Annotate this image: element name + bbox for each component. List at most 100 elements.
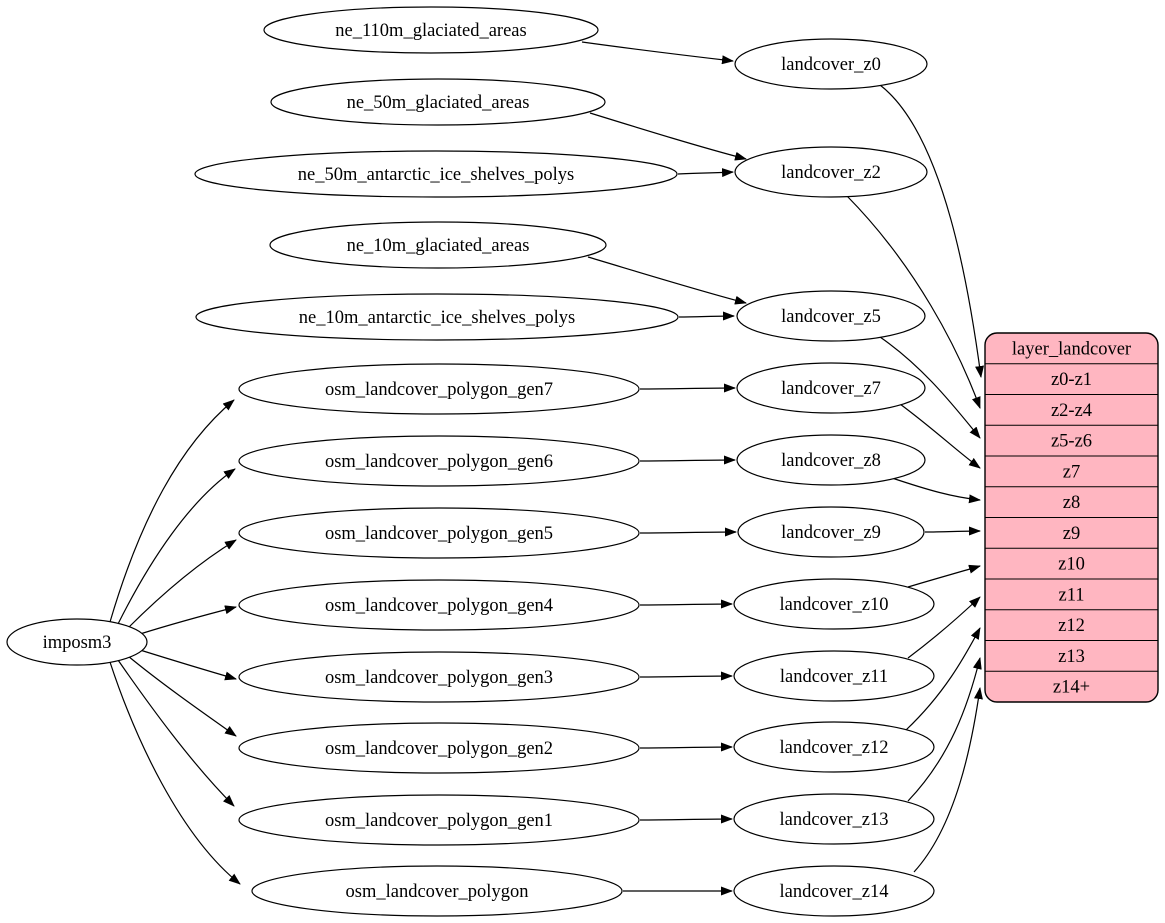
node-osm_landcover_polygon_gen4: osm_landcover_polygon_gen4 xyxy=(238,579,640,631)
node-label-imposm3: imposm3 xyxy=(43,633,112,653)
node-ne_50m_antarctic_ice_shelves_polys: ne_50m_antarctic_ice_shelves_polys xyxy=(194,150,678,198)
node-label-landcover_z12: landcover_z12 xyxy=(780,738,889,758)
node-label-osm_landcover_polygon_gen4: osm_landcover_polygon_gen4 xyxy=(325,596,553,616)
node-label-landcover_z14: landcover_z14 xyxy=(780,882,889,902)
node-shape-landcover_z5 xyxy=(736,290,926,342)
node-ne_10m_antarctic_ice_shelves_polys: ne_10m_antarctic_ice_shelves_polys xyxy=(195,293,679,341)
edge-osm_landcover_polygon_gen3-to-landcover_z11 xyxy=(639,671,733,681)
node-shape-osm_landcover_polygon_gen3 xyxy=(238,651,640,703)
edge-landcover_z7-to-layer_landcover:z7 xyxy=(899,403,981,469)
edge-osm_landcover_polygon_gen4-to-landcover_z10 xyxy=(639,599,733,609)
record-table-cell-z14+: z14+ xyxy=(1053,678,1090,698)
edge-landcover_z0-to-layer_landcover:z0-z1 xyxy=(879,84,984,378)
edge-osm_landcover_polygon_gen6-to-landcover_z8 xyxy=(639,455,736,465)
node-shape-imposm3 xyxy=(6,618,148,666)
record-table-layer_landcover: layer_landcoverz0-z1z2-z4z5-z6z7z8z9z10z… xyxy=(984,332,1159,703)
node-shape-landcover_z8 xyxy=(736,434,926,486)
node-shape-ne_110m_glaciated_areas xyxy=(263,6,599,54)
node-label-ne_10m_antarctic_ice_shelves_polys: ne_10m_antarctic_ice_shelves_polys xyxy=(299,308,575,328)
node-osm_landcover_polygon_gen6: osm_landcover_polygon_gen6 xyxy=(238,435,640,487)
node-shape-ne_10m_antarctic_ice_shelves_polys xyxy=(195,293,679,341)
node-label-ne_50m_antarctic_ice_shelves_polys: ne_50m_antarctic_ice_shelves_polys xyxy=(298,165,574,185)
edge-landcover_z13-to-layer_landcover:z13 xyxy=(907,657,982,802)
node-landcover_z8: landcover_z8 xyxy=(736,434,926,486)
node-landcover_z0: landcover_z0 xyxy=(734,38,928,90)
node-label-osm_landcover_polygon_gen7: osm_landcover_polygon_gen7 xyxy=(325,380,553,400)
node-label-landcover_z5: landcover_z5 xyxy=(781,307,881,327)
record-table-layer: layer_landcoverz0-z1z2-z4z5-z6z7z8z9z10z… xyxy=(984,332,1159,703)
node-shape-osm_landcover_polygon_gen5 xyxy=(238,507,640,559)
node-shape-landcover_z13 xyxy=(733,793,935,845)
node-ne_110m_glaciated_areas: ne_110m_glaciated_areas xyxy=(263,6,599,54)
node-osm_landcover_polygon_gen1: osm_landcover_polygon_gen1 xyxy=(238,794,640,846)
nodes-layer: ne_110m_glaciated_areas ne_50m_glaciated_… xyxy=(6,6,935,917)
record-table-header: layer_landcover xyxy=(1012,339,1131,359)
edge-imposm3-to-osm_landcover_polygon_gen3 xyxy=(139,649,237,681)
edge-osm_landcover_polygon_gen1-to-landcover_z13 xyxy=(639,814,733,824)
node-osm_landcover_polygon_gen2: osm_landcover_polygon_gen2 xyxy=(238,722,640,774)
node-shape-landcover_z0 xyxy=(734,38,928,90)
record-table-cell-z11: z11 xyxy=(1058,585,1084,605)
record-table-cell-z0-z1: z0-z1 xyxy=(1051,370,1092,390)
node-shape-osm_landcover_polygon xyxy=(251,865,623,917)
node-shape-landcover_z2 xyxy=(734,146,928,198)
node-label-landcover_z13: landcover_z13 xyxy=(780,810,889,830)
node-label-osm_landcover_polygon_gen1: osm_landcover_polygon_gen1 xyxy=(325,811,553,831)
record-table-cell-z9: z9 xyxy=(1063,524,1080,544)
node-landcover_z2: landcover_z2 xyxy=(734,146,928,198)
node-label-osm_landcover_polygon_gen6: osm_landcover_polygon_gen6 xyxy=(325,452,553,472)
edge-ne_50m_antarctic_ice_shelves_polys-to-landcover_z2 xyxy=(677,168,734,178)
node-shape-landcover_z11 xyxy=(733,650,935,702)
edge-landcover_z12-to-layer_landcover:z12 xyxy=(905,627,981,731)
node-shape-ne_50m_glaciated_areas xyxy=(270,78,606,126)
node-landcover_z12: landcover_z12 xyxy=(733,721,935,773)
node-imposm3: imposm3 xyxy=(6,618,148,666)
record-table-cell-z10: z10 xyxy=(1058,555,1085,575)
edge-ne_10m_glaciated_areas-to-landcover_z5 xyxy=(587,256,747,305)
edge-landcover_z9-to-layer_landcover:z9 xyxy=(924,526,981,536)
edge-ne_50m_glaciated_areas-to-landcover_z2 xyxy=(589,112,747,161)
edge-osm_landcover_polygon_gen5-to-landcover_z9 xyxy=(639,527,737,537)
edge-imposm3-to-osm_landcover_polygon_gen2 xyxy=(127,655,237,737)
node-shape-landcover_z10 xyxy=(733,578,935,630)
edge-landcover_z11-to-layer_landcover:z11 xyxy=(907,596,981,659)
node-shape-osm_landcover_polygon_gen7 xyxy=(238,363,640,415)
node-osm_landcover_polygon_gen7: osm_landcover_polygon_gen7 xyxy=(238,363,640,415)
edge-imposm3-to-osm_landcover_polygon xyxy=(109,661,241,885)
node-label-landcover_z10: landcover_z10 xyxy=(780,595,889,615)
node-ne_10m_glaciated_areas: ne_10m_glaciated_areas xyxy=(269,221,607,269)
node-shape-osm_landcover_polygon_gen6 xyxy=(238,435,640,487)
node-label-ne_110m_glaciated_areas: ne_110m_glaciated_areas xyxy=(335,21,526,41)
record-table-cell-z7: z7 xyxy=(1063,462,1080,482)
record-table-cell-z2-z4: z2-z4 xyxy=(1051,401,1092,421)
edge-imposm3-to-osm_landcover_polygon_gen5 xyxy=(127,539,237,629)
node-shape-ne_10m_glaciated_areas xyxy=(269,221,607,269)
node-osm_landcover_polygon_gen3: osm_landcover_polygon_gen3 xyxy=(238,651,640,703)
node-landcover_z14: landcover_z14 xyxy=(733,865,935,917)
edge-ne_110m_glaciated_areas-to-landcover_z0 xyxy=(581,41,734,65)
node-shape-landcover_z12 xyxy=(733,721,935,773)
node-label-osm_landcover_polygon_gen5: osm_landcover_polygon_gen5 xyxy=(325,524,553,544)
node-label-ne_10m_glaciated_areas: ne_10m_glaciated_areas xyxy=(347,236,530,256)
node-ne_50m_glaciated_areas: ne_50m_glaciated_areas xyxy=(270,78,606,126)
node-osm_landcover_polygon_gen5: osm_landcover_polygon_gen5 xyxy=(238,507,640,559)
edges-layer xyxy=(109,41,984,896)
node-label-osm_landcover_polygon_gen3: osm_landcover_polygon_gen3 xyxy=(325,668,553,688)
node-shape-landcover_z14 xyxy=(733,865,935,917)
edge-imposm3-to-osm_landcover_polygon_gen6 xyxy=(117,468,236,625)
edge-landcover_z14-to-layer_landcover:z14+ xyxy=(913,687,983,873)
edge-imposm3-to-osm_landcover_polygon_gen1 xyxy=(117,659,235,807)
node-label-landcover_z0: landcover_z0 xyxy=(781,55,881,75)
node-shape-landcover_z7 xyxy=(736,362,926,414)
node-shape-osm_landcover_polygon_gen1 xyxy=(238,794,640,846)
node-landcover_z9: landcover_z9 xyxy=(737,506,925,558)
node-landcover_z11: landcover_z11 xyxy=(733,650,935,702)
node-label-landcover_z2: landcover_z2 xyxy=(781,163,881,183)
node-shape-osm_landcover_polygon_gen4 xyxy=(238,579,640,631)
node-label-landcover_z7: landcover_z7 xyxy=(781,379,881,399)
edge-osm_landcover_polygon_gen2-to-landcover_z12 xyxy=(639,742,733,752)
node-label-landcover_z8: landcover_z8 xyxy=(781,451,881,471)
edge-landcover_z8-to-layer_landcover:z8 xyxy=(891,477,981,504)
